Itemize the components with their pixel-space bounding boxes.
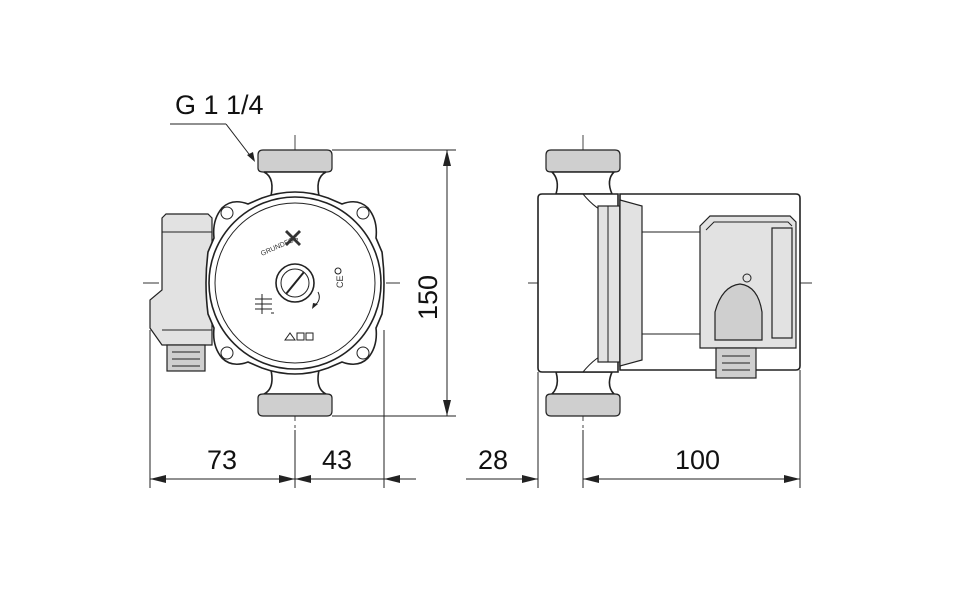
mounting-hole-bottom-right — [356, 346, 370, 360]
side-offset-dimension: 28 — [478, 445, 508, 475]
height-dimension: 150 — [413, 275, 443, 320]
side-length-dimension: 100 — [675, 445, 720, 475]
ce-mark: CE — [335, 275, 345, 288]
terminal-box — [149, 213, 213, 372]
thread-label: G 1 1/4 — [175, 90, 264, 120]
motor-face-inner-ring — [214, 202, 376, 364]
front-view: GRUNDFOS CE — [143, 135, 400, 430]
thread-callout: G 1 1/4 — [170, 90, 264, 162]
mounting-hole-top-left — [220, 206, 234, 220]
symbol-circle-icon — [334, 267, 342, 275]
speed-scale-marks — [255, 294, 274, 314]
mounting-hole-top-right — [356, 206, 370, 220]
warning-symbols-icon — [284, 332, 314, 341]
right-offset-dimension: 43 — [322, 445, 352, 475]
speed-selector-slot-icon — [285, 271, 305, 295]
grundfos-logo-icon — [285, 230, 301, 246]
side-view — [528, 135, 812, 430]
side-indicator-icon — [742, 273, 752, 283]
side-terminal-box — [699, 215, 797, 379]
dimension-lines: 150 73 43 28 100 — [149, 149, 801, 488]
speed-selector-inner-ring — [280, 268, 310, 298]
mounting-hole-bottom-left — [220, 346, 234, 360]
side-upper-flange — [545, 149, 621, 173]
left-width-dimension: 73 — [207, 445, 237, 475]
side-lower-flange — [545, 393, 621, 417]
